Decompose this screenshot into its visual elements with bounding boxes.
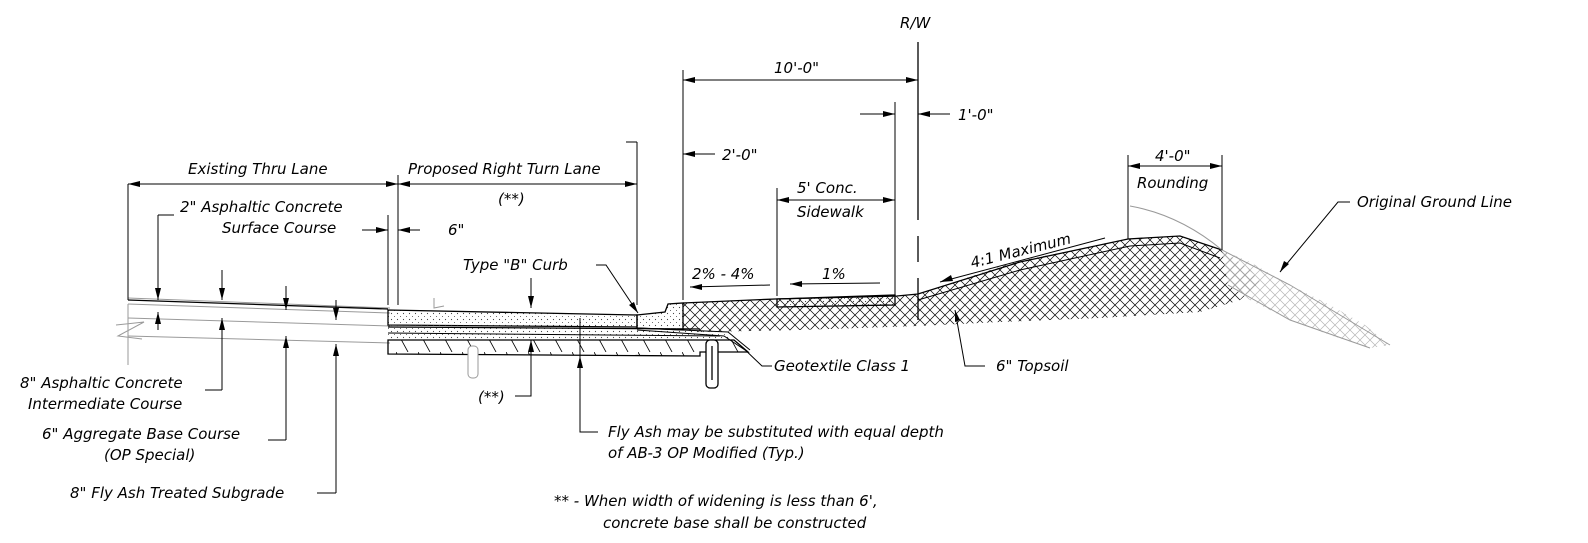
sidewalk-slab [776, 294, 896, 308]
topsoil-label: 6" Topsoil [996, 357, 1069, 375]
intermediate-label-2: Intermediate Course [28, 395, 182, 413]
footnote-2: concrete base shall be constructed [603, 514, 867, 532]
existing-lane-label: Existing Thru Lane [188, 160, 328, 178]
dimension-lines [127, 70, 1223, 305]
double-star-top-label: (**) [498, 190, 525, 208]
dim-1ft-label: 1'-0" [958, 106, 994, 124]
existing-pavement [115, 297, 391, 365]
rounding-label: Rounding [1137, 174, 1208, 192]
original-ground-label: Original Ground Line [1357, 193, 1512, 211]
curb-label: Type "B" Curb [463, 256, 568, 274]
intermediate-label-1: 8" Asphaltic Concrete [20, 374, 183, 392]
flyash-note-1: Fly Ash may be substituted with equal de… [608, 423, 944, 441]
proposed-pavement [387, 298, 751, 389]
surface-course-label-2: Surface Course [222, 219, 336, 237]
geotextile-label: Geotextile Class 1 [774, 357, 910, 375]
dim-4ft-label: 4'-0" [1155, 147, 1191, 165]
topsoil [682, 235, 1260, 332]
double-star-bottom-label: (**) [478, 388, 505, 406]
slope-1-label: 1% [822, 265, 846, 283]
aggregate-label-1: 6" Aggregate Base Course [42, 425, 240, 443]
proposed-lane-label: Proposed Right Turn Lane [408, 160, 601, 178]
footnote-1: ** - When width of widening is less than… [554, 492, 878, 510]
dim-10ft-label: 10'-0" [774, 59, 819, 77]
sidewalk-label-2: Sidewalk [797, 203, 865, 221]
sidewalk-label-1: 5' Conc. [797, 179, 858, 197]
subgrade-label: 8" Fly Ash Treated Subgrade [70, 484, 284, 502]
dim-6in-label: 6" [448, 221, 464, 239]
rw-label: R/W [900, 14, 931, 32]
aggregate-label-2: (OP Special) [104, 446, 195, 464]
flyash-note-2: of AB-3 OP Modified (Typ.) [608, 444, 805, 462]
type-b-curb [636, 302, 684, 331]
slope-2-4-label: 2% - 4% [692, 265, 755, 283]
dim-2ft-label: 2'-0" [722, 146, 758, 164]
labels: R/W 10'-0" 1'-0" 2'-0" 4'-0" Rounding Ex… [20, 14, 1512, 532]
layer-leaders [155, 201, 1350, 494]
surface-course-label-1: 2" Asphaltic Concrete [180, 198, 343, 216]
